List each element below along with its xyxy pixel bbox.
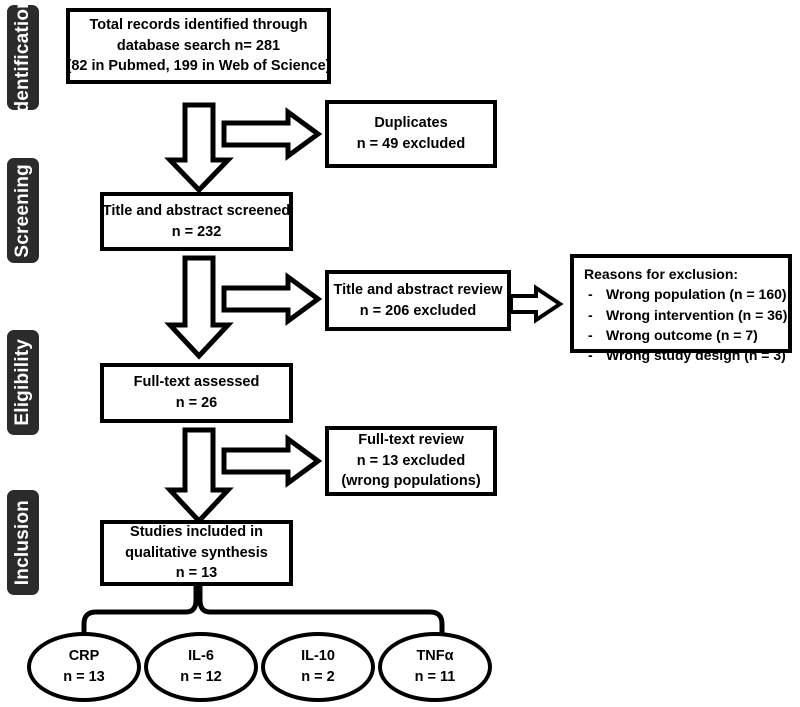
box-records-identified: Total records identified through databas… [66,8,331,84]
stage-tab-identification: Identification [7,0,39,118]
box-line: Title and abstract screened [102,202,291,219]
outcome-name: IL-10 [301,647,335,664]
stage-tab-eligibility: Eligibility [7,330,39,435]
box-line: Duplicates [374,115,448,132]
box-line: n = 26 [175,395,218,411]
outcome-name: CRP [68,647,100,664]
box-line: Total records identified through [89,17,308,34]
right-arrow-to-duplicates [221,107,323,161]
stage-tab-screening: Screening [7,158,39,263]
box-studies-included: Studies included in qualitative synthesi… [100,520,293,586]
reasons-item: Wrong intervention (n = 36) [584,305,787,326]
box-title-abstract-review: Title and abstract review n = 206 exclud… [325,270,511,331]
box-line: qualitative synthesis [125,544,268,561]
box-line: n = 49 excluded [356,136,466,152]
reasons-title: Reasons for exclusion: [584,266,739,282]
outcome-name: IL-6 [188,647,214,664]
right-arrow-to-full-text-review [221,434,323,488]
stage-label-identification: Identification [12,0,33,119]
reasons-item: Wrong population (n = 160) [584,284,787,305]
outcome-count: n = 11 [414,669,456,685]
box-line: database search n= 281 [116,37,281,54]
box-line: n = 13 excluded [356,452,466,469]
outcome-ellipse-il6: IL-6 n = 12 [144,632,258,702]
outcome-ellipse-crp: CRP n = 13 [27,632,141,702]
box-title-abstract-screened: Title and abstract screened n = 232 [100,192,293,251]
box-reasons-for-exclusion: Reasons for exclusion: Wrong population … [570,254,792,366]
box-duplicates: Duplicates n = 49 excluded [325,100,497,168]
outcome-count: n = 13 [63,669,105,685]
box-line: n = 206 excluded [359,302,477,319]
down-arrow-identification-to-screening [164,102,234,194]
stage-label-screening: Screening [12,163,33,258]
outcome-name: TNFα [416,647,454,664]
box-line: (wrong populations) [341,473,481,490]
box-line: Studies included in [130,524,263,541]
right-arrow-to-title-abstract-review [221,272,323,326]
reasons-item: Wrong outcome (n = 7) [584,325,758,346]
outcome-ellipse-il10: IL-10 n = 2 [261,632,375,702]
down-arrow-eligibility-to-inclusion [164,427,234,525]
box-line: Full-text review [358,432,464,449]
down-arrow-screening-to-eligibility [164,255,234,360]
right-arrow-to-reasons-for-exclusion [509,284,564,324]
box-full-text-review: Full-text review n = 13 excluded (wrong … [325,426,497,496]
stage-tab-inclusion: Inclusion [7,490,39,595]
box-line: (82 in Pubmed, 199 in Web of Science) [66,58,331,75]
box-line: n = 13 [175,565,218,582]
box-line: n = 232 [171,223,222,240]
outcome-ellipse-tnfa: TNFα n = 11 [378,632,492,702]
outcome-count: n = 12 [180,669,222,685]
box-line: Title and abstract review [333,281,503,298]
box-line: Full-text assessed [133,374,260,391]
stage-label-eligibility: Eligibility [12,339,33,426]
box-full-text-assessed: Full-text assessed n = 26 [100,363,293,423]
stage-label-inclusion: Inclusion [12,499,33,586]
outcome-count: n = 2 [301,669,335,685]
reasons-item: Wrong study design (n = 3) [584,345,786,366]
